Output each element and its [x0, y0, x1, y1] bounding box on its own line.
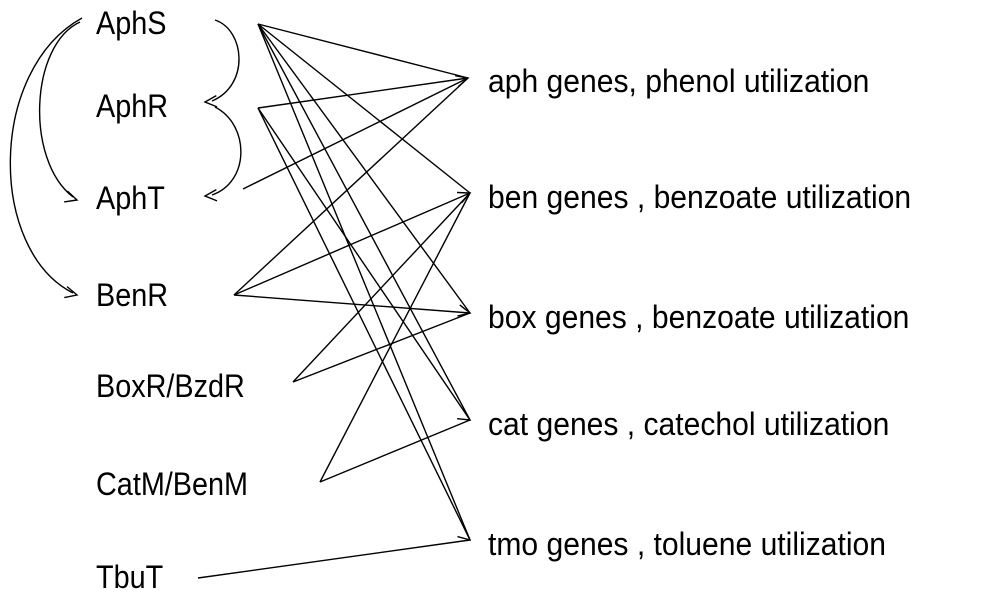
arrow-benr-to-box [233, 294, 471, 314]
curve-head-aphs-apht [64, 190, 79, 203]
curve-head-aphs-aphr [203, 95, 218, 108]
arrow-catm-to-cat [319, 419, 471, 483]
arrowhead-cat [456, 408, 472, 421]
arrow-boxr-to-ben [292, 192, 471, 383]
arrow-catm-to-ben [319, 192, 471, 483]
regulator-tbut: TbuT [96, 559, 164, 595]
arrowhead-aph [455, 75, 470, 88]
arrow-boxr-to-box [292, 312, 471, 383]
arrow-benr-to-aph [233, 77, 469, 296]
cross-regulation-edges [9, 17, 242, 299]
curve-head-aphs-benr [64, 286, 79, 299]
regulator-benr: BenR [96, 277, 169, 313]
regulator-catm-benm: CatM/BenM [96, 466, 249, 502]
target-cat-genes: cat genes , catechol utilization [488, 406, 890, 442]
arrow-aphs-to-ben [257, 23, 471, 194]
arrowhead-box [457, 304, 472, 317]
regulator-aphr: AphR [96, 88, 169, 124]
target-tmo-genes: tmo genes , toluene utilization [488, 526, 886, 562]
regulator-aphs: AphS [96, 5, 167, 41]
regulator-boxr-bzdr: BoxR/BzdR [96, 368, 245, 404]
arrow-aphr-to-tmo [257, 107, 471, 541]
arrow-benr-to-ben [233, 192, 471, 296]
arrow-aphr-to-aph [257, 77, 469, 109]
regulation-edges [197, 23, 472, 579]
target-aph-genes: aph genes, phenol utilization [488, 63, 870, 99]
curve-aphs-aphr [211, 19, 240, 102]
regulator-apht: AphT [96, 180, 165, 216]
target-ben-genes: ben genes , benzoate utilization [488, 179, 912, 215]
arrow-aphs-to-cat [257, 23, 471, 421]
arrow-aphs-to-aph [257, 23, 469, 79]
arrowhead-ben [456, 191, 472, 204]
arrow-apht-to-aph [242, 77, 469, 190]
curve-aphr-apht [211, 106, 242, 196]
arrow-tbut-to-tmo [197, 539, 471, 579]
arrow-aphr-to-cat [257, 107, 471, 421]
target-box-genes: box genes , benzoate utilization [488, 299, 910, 335]
arrow-aphs-to-box [257, 23, 471, 314]
arrow-aphs-to-tmo [257, 23, 471, 541]
curve-aphs-apht [39, 21, 81, 198]
arrowhead-tmo [457, 527, 472, 542]
curve-head-aphr-apht [203, 189, 218, 202]
curve-aphs-benr [9, 17, 83, 294]
